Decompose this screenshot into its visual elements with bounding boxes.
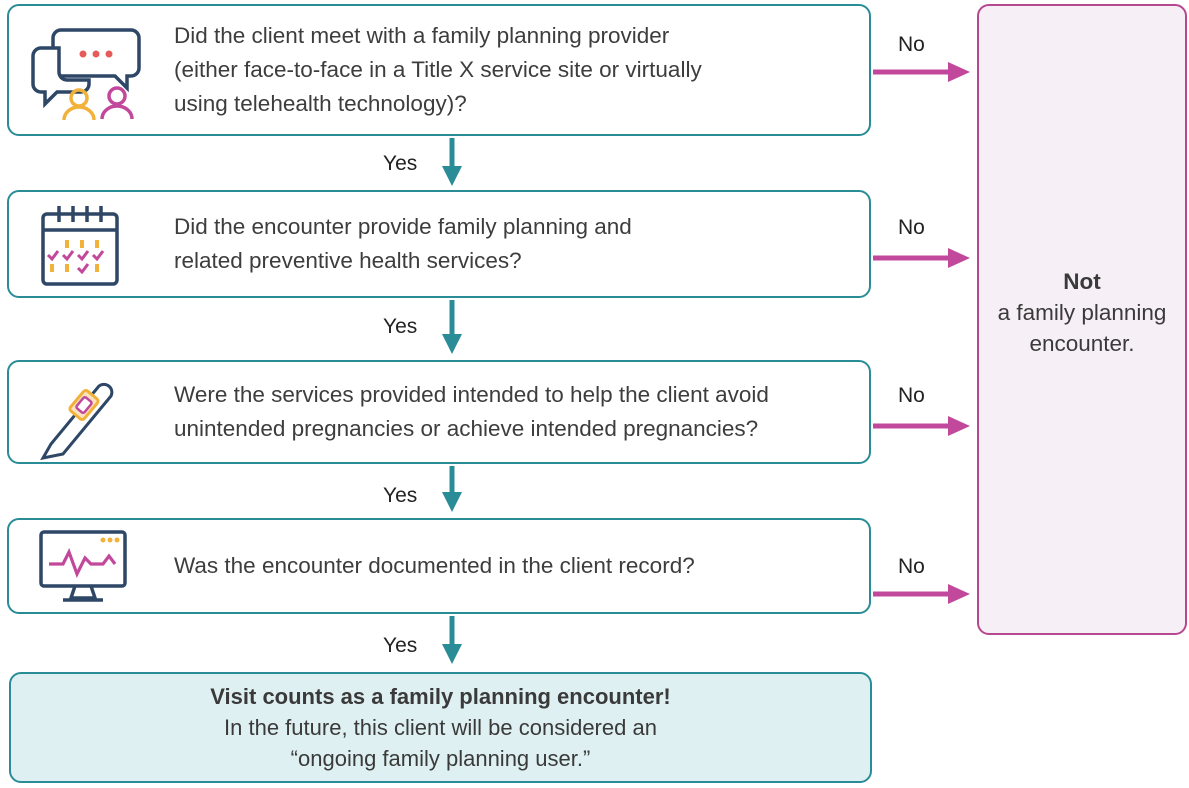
no-arrows [873,62,970,604]
yes-label-3: Yes [383,484,418,507]
monitor-heartbeat-icon [39,530,127,602]
calendar-check-icon [41,206,119,286]
no-label-2: No [898,216,925,239]
question-2-text: Did the encounter provide family plannin… [174,214,632,273]
question-3-text: Were the services provided intended to h… [174,382,769,441]
not-encounter-text: a family planning encounter. [997,300,1167,356]
family-planning-encounter-box: Visit counts as a family planning encoun… [9,672,872,783]
question-box-1: Did the client meet with a family planni… [7,4,871,136]
no-label-3: No [898,384,925,407]
yes-label-4: Yes [383,634,418,657]
yes-label-1: Yes [383,152,418,175]
final-title: Visit counts as a family planning encoun… [210,684,671,709]
no-label-1: No [898,33,925,56]
no-label-4: No [898,555,925,578]
question-box-2: Did the encounter provide family plannin… [7,190,871,298]
chat-people-icon [31,28,141,120]
not-family-planning-box: Not a family planning encounter. [977,4,1187,635]
pregnancy-test-icon [40,382,114,461]
question-4-text: Was the encounter documented in the clie… [174,553,695,578]
yes-arrows [442,138,462,664]
not-label: Not [1063,269,1101,294]
question-box-4: Was the encounter documented in the clie… [7,518,871,614]
yes-label-2: Yes [383,315,418,338]
final-body: In the future, this client will be consi… [224,715,657,771]
question-box-3: Were the services provided intended to h… [7,360,871,464]
question-1-text: Did the client meet with a family planni… [174,23,702,116]
